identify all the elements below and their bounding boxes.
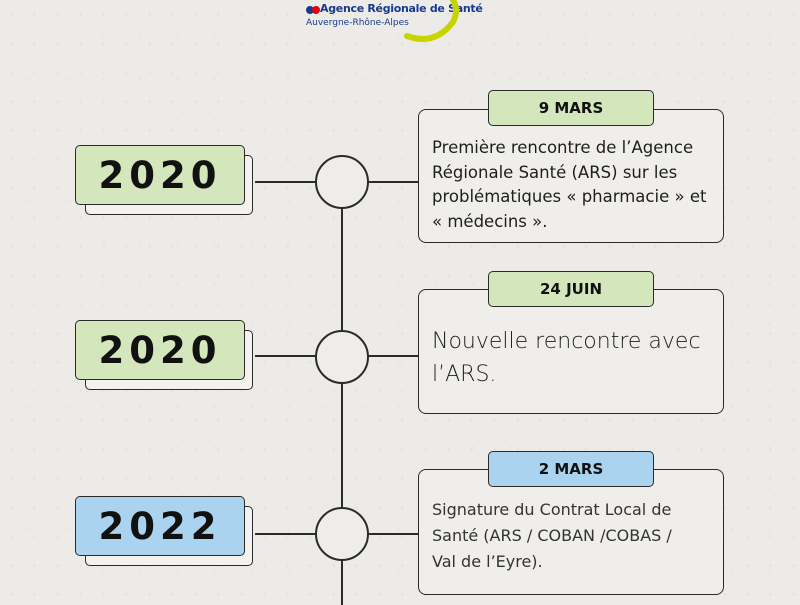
event-description: Signature du Contrat Local de Santé (ARS… xyxy=(432,500,672,571)
event-card xyxy=(418,289,724,414)
event-card xyxy=(418,469,724,595)
event-card xyxy=(418,109,724,243)
logo-name: Agence Régionale de Santé xyxy=(320,2,483,15)
event-date: 24 JUIN xyxy=(488,271,654,307)
connector-line xyxy=(368,181,418,183)
event-description: Première rencontre de l’Agence Régionale… xyxy=(432,138,707,231)
timeline-node xyxy=(315,330,369,384)
ars-logo: Agence Régionale de Santé Auvergne-Rhône… xyxy=(300,0,483,44)
logo-region: Auvergne-Rhône-Alpes xyxy=(306,18,409,28)
logo-swoosh-icon xyxy=(404,0,459,42)
year-label: 2020 xyxy=(75,145,245,205)
connector-line xyxy=(368,355,418,357)
event-description: Nouvelle rencontre avec l’ARS. xyxy=(432,329,701,387)
timeline-node xyxy=(315,155,369,209)
timeline-axis xyxy=(341,205,343,605)
connector-line xyxy=(255,355,317,357)
event-date: 9 MARS xyxy=(488,90,654,126)
connector-line xyxy=(368,533,418,535)
year-label: 2022 xyxy=(75,496,245,556)
event-date: 2 MARS xyxy=(488,451,654,487)
timeline-node xyxy=(315,507,369,561)
connector-line xyxy=(255,181,317,183)
connector-line xyxy=(255,533,317,535)
french-flag-icon xyxy=(306,6,320,14)
year-label: 2020 xyxy=(75,320,245,380)
